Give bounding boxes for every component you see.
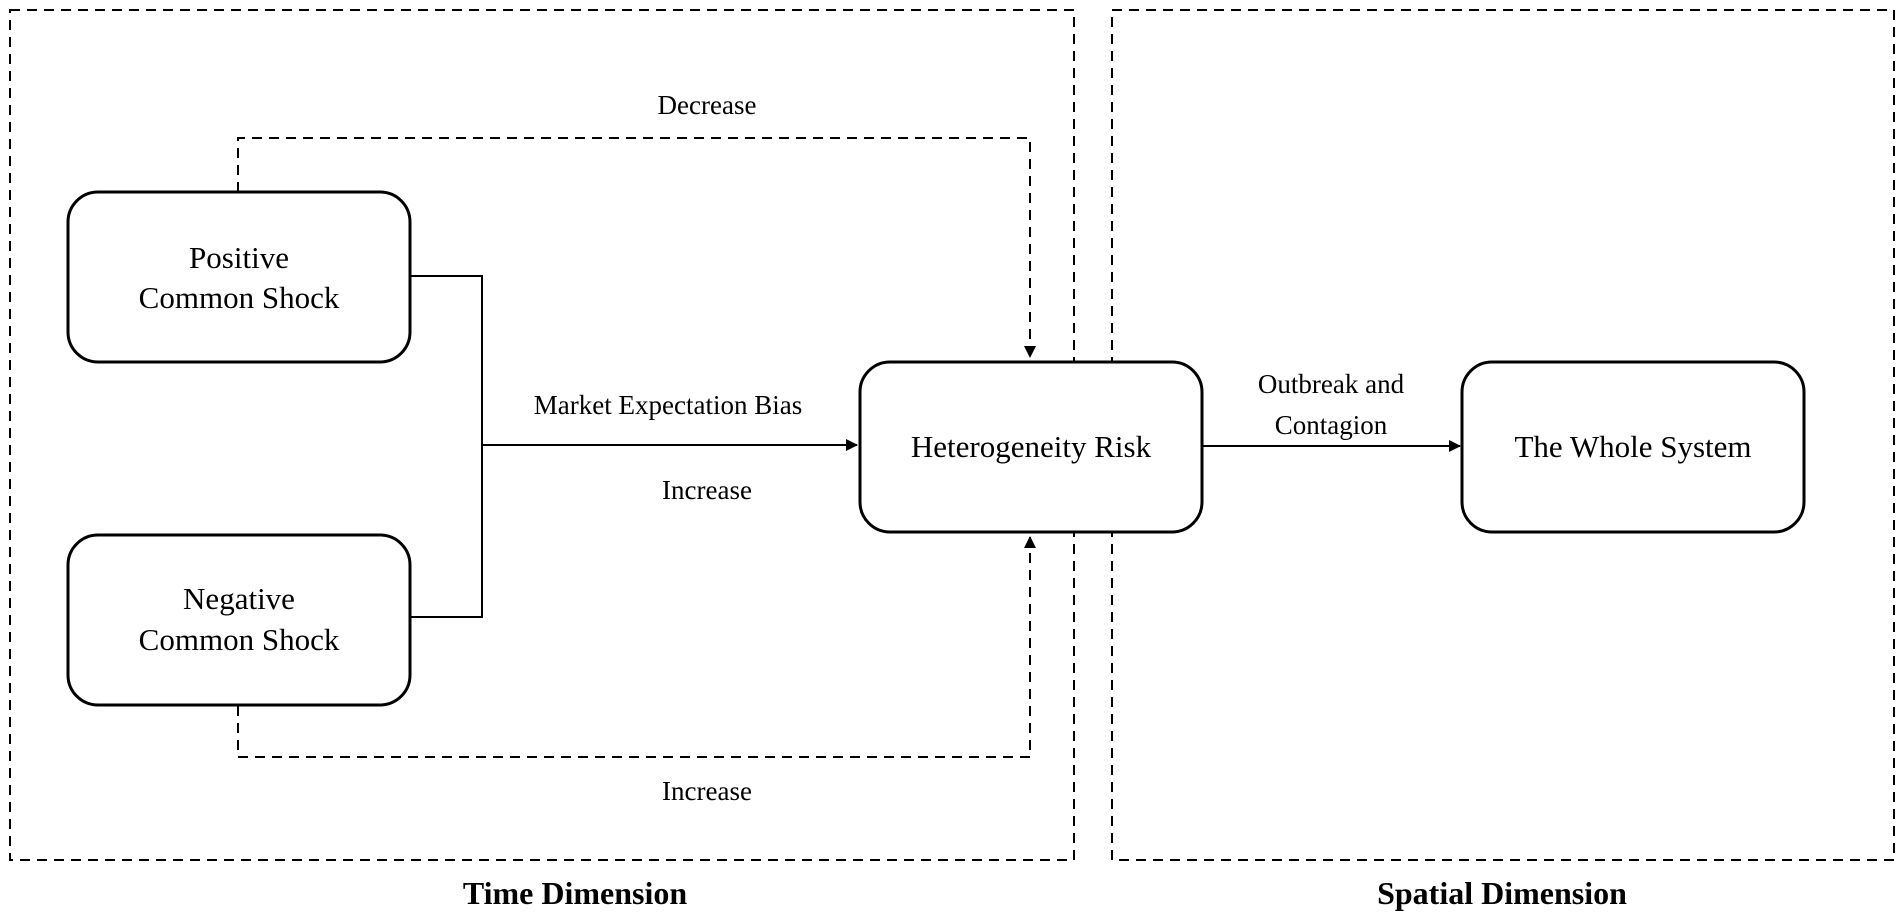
negative-shock-label-line2: Common Shock xyxy=(139,622,340,657)
increase-feedback-line xyxy=(237,536,1036,758)
increase-middle-label: Increase xyxy=(662,475,752,505)
positive-shock-connector xyxy=(410,275,483,445)
spatial-dimension-label: Spatial Dimension xyxy=(1377,875,1627,911)
positive-common-shock-box xyxy=(66,190,412,364)
negative-shock-label-line1: Negative xyxy=(183,581,295,616)
heterogeneity-risk-box xyxy=(858,360,1204,534)
positive-shock-label-line1: Positive xyxy=(189,240,289,275)
outbreak-label-line1: Outbreak and xyxy=(1258,369,1405,399)
negative-shock-connector xyxy=(410,445,483,618)
whole-system-box xyxy=(1460,360,1806,534)
negative-common-shock-box xyxy=(66,533,412,707)
increase-bottom-label: Increase xyxy=(662,776,752,806)
positive-shock-label-line2: Common Shock xyxy=(139,280,340,315)
time-dimension-label: Time Dimension xyxy=(463,875,688,911)
outbreak-label-line2: Contagion xyxy=(1275,410,1388,440)
decrease-feedback-line xyxy=(237,137,1036,358)
market-expectation-bias-label: Market Expectation Bias xyxy=(534,390,802,420)
heterogeneity-risk-label: Heterogeneity Risk xyxy=(911,429,1152,464)
whole-system-label: The Whole System xyxy=(1514,429,1751,464)
decrease-label: Decrease xyxy=(658,90,757,120)
